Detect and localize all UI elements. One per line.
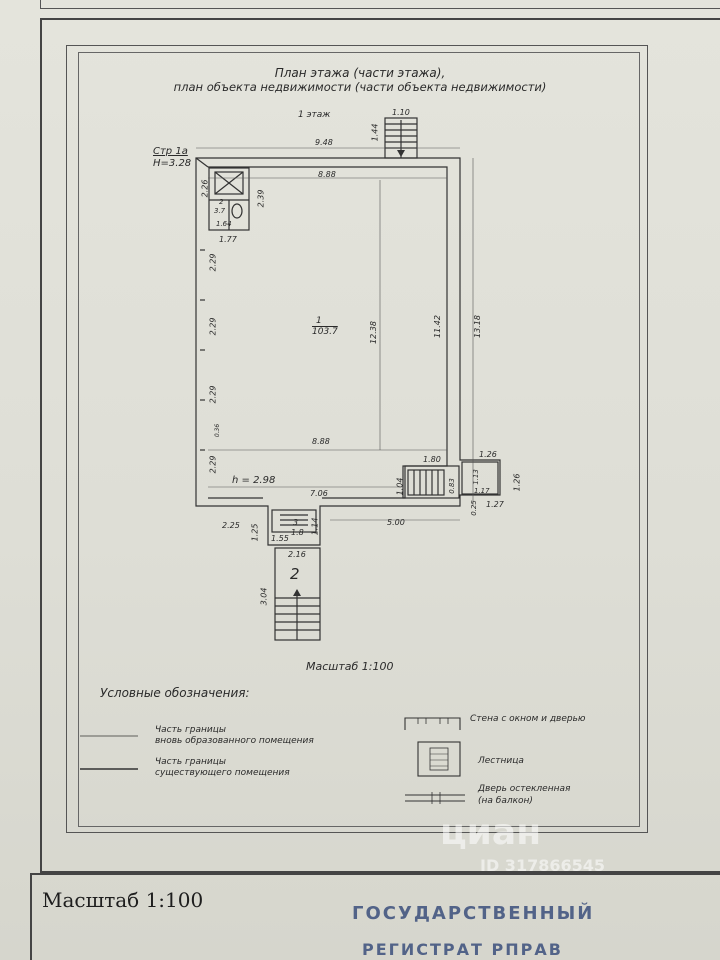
dim-porch-w: 2.16 — [288, 550, 306, 559]
room-2-number: 2 — [290, 565, 300, 583]
plan-frame — [66, 45, 648, 833]
stamp-line1: ГОСУДАРСТВЕННЫЙ — [352, 903, 595, 924]
dim-bottom-left-outer: 2.25 — [222, 521, 240, 530]
legend-heading: Условные обозначения: — [100, 686, 250, 700]
legend-item-3: Стена с окном и дверью — [470, 714, 586, 724]
ceiling-height: h = 2.98 — [232, 475, 276, 486]
outer-wall — [195, 157, 501, 546]
plan-title-line1: План этажа (части этажа), — [274, 66, 446, 80]
dim-wc-2: 1.77 — [219, 235, 237, 244]
room-small-number: 2 — [219, 198, 224, 206]
dim-top-inner: 8.88 — [318, 170, 336, 179]
dim-wc-1: 1.64 — [216, 220, 232, 228]
watermark-brand: циан — [440, 812, 542, 853]
form-header-strip — [40, 0, 720, 9]
dim-tiny-w: 1.26 — [479, 450, 497, 459]
dim-porch-a: 1.55 — [271, 534, 289, 543]
dim-bottom-left: 7.06 — [310, 489, 328, 498]
building-ref-height: Н=3.28 — [153, 158, 192, 169]
legend-item-2-line1: Часть границы — [155, 757, 226, 767]
plan-frame-inner — [78, 52, 640, 827]
room-1-number: 1 — [316, 316, 322, 326]
dim-tiny-b: 1.17 — [474, 487, 490, 495]
dim-bottom-right: 5.00 — [387, 518, 405, 527]
dim-tiny-c: 1.27 — [486, 500, 504, 509]
dim-mid-inner: 8.88 — [312, 437, 330, 446]
scale-caption: Масштаб 1:100 — [306, 660, 394, 673]
room-small-area: 3.7 — [214, 207, 226, 215]
legend-item-2-line2: существующего помещения — [155, 768, 290, 778]
dim-rstair-w: 1.80 — [423, 455, 441, 464]
plan-title-line2: план объекта недвижимости (части объекта… — [173, 80, 547, 94]
legend-item-4: Лестница — [478, 756, 524, 766]
bottom-scale: Масштаб 1:100 — [42, 888, 204, 912]
room-3-area: 1.8 — [291, 528, 304, 537]
outer-frame — [40, 18, 720, 873]
legend-item-5-line2: (на балкон) — [478, 796, 533, 806]
legend-item-5-line1: Дверь остекленная — [478, 784, 571, 794]
bottom-cell — [30, 873, 720, 960]
legend-item-1-line1: Часть границы — [155, 725, 226, 735]
dim-stair-top-a: 1.10 — [392, 108, 410, 117]
room-3-number: 3 — [293, 518, 299, 527]
building-ref-label: Стр 1а — [153, 146, 188, 157]
stamp-line2: РЕГИСТРАТ РПРАВ — [362, 940, 563, 959]
floor-label: 1 этаж — [298, 110, 331, 120]
dim-top-outer: 9.48 — [315, 138, 333, 147]
room-1-area: 103.7 — [312, 327, 338, 337]
watermark-id: ID 317866545 — [480, 856, 605, 875]
legend-item-1-line2: вновь образованного помещения — [155, 736, 314, 746]
